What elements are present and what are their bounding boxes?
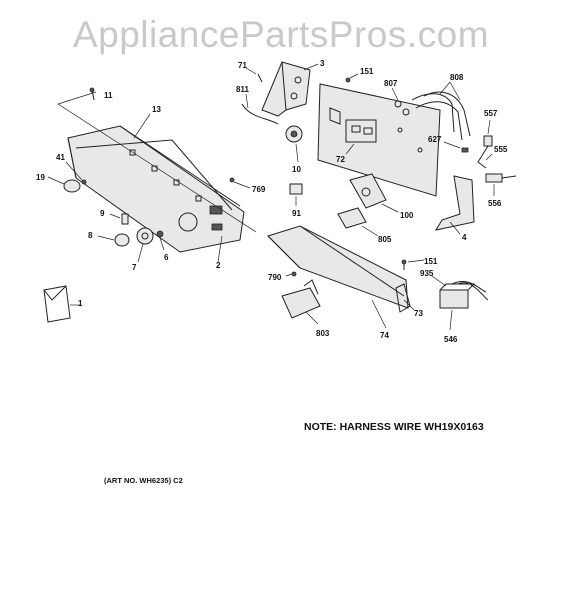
part-100-timer[interactable] xyxy=(349,173,399,213)
callout-1: 1 xyxy=(78,299,83,308)
callout-8: 8 xyxy=(88,231,93,240)
part-1-literature[interactable] xyxy=(43,285,80,323)
part-808-hoses[interactable] xyxy=(411,81,471,141)
callout-2: 2 xyxy=(216,261,221,270)
part-7-knob[interactable] xyxy=(136,227,154,263)
callout-13: 13 xyxy=(152,105,161,114)
callout-41: 41 xyxy=(56,153,65,162)
part-9-switch[interactable] xyxy=(109,213,129,225)
part-6-knob[interactable] xyxy=(156,230,165,251)
part-13-control-panel[interactable] xyxy=(57,91,257,253)
part-3-bracket[interactable] xyxy=(245,61,319,117)
callout-803: 803 xyxy=(316,329,330,338)
callout-71: 71 xyxy=(238,61,247,70)
harness-note: NOTE: HARNESS WIRE WH19X0163 xyxy=(304,421,484,433)
callout-151-top: 151 xyxy=(360,67,374,76)
part-557-plug[interactable] xyxy=(483,119,493,147)
part-2-bracket[interactable] xyxy=(217,235,223,263)
part-556-harness[interactable] xyxy=(485,173,517,196)
part-805-switch[interactable] xyxy=(337,207,379,237)
callout-4: 4 xyxy=(462,233,467,242)
callout-807: 807 xyxy=(384,79,398,88)
part-8-knob[interactable] xyxy=(97,233,130,247)
callout-6: 6 xyxy=(164,253,169,262)
callout-10: 10 xyxy=(292,165,301,174)
callout-151-lower: 151 xyxy=(424,257,438,266)
part-151-screw-lower[interactable] xyxy=(401,259,425,270)
callout-769: 769 xyxy=(252,185,266,194)
callout-74: 74 xyxy=(380,331,389,340)
callout-73: 73 xyxy=(414,309,423,318)
part-91-switch[interactable] xyxy=(289,183,303,206)
part-811-wire[interactable] xyxy=(241,93,279,125)
callout-546: 546 xyxy=(444,335,458,344)
part-72-backsplash[interactable] xyxy=(317,83,441,197)
callout-11: 11 xyxy=(104,91,113,100)
part-10-pressure-switch[interactable] xyxy=(285,125,303,163)
part-807-washer[interactable] xyxy=(391,87,410,116)
callout-555: 555 xyxy=(494,145,508,154)
callout-935: 935 xyxy=(420,269,434,278)
callout-7: 7 xyxy=(132,263,137,272)
part-546-harness[interactable] xyxy=(431,275,489,331)
part-803-knob-housing[interactable] xyxy=(281,279,321,325)
callout-556: 556 xyxy=(488,199,502,208)
part-627-clip[interactable] xyxy=(443,141,469,153)
part-555-cord[interactable] xyxy=(477,145,493,169)
callout-790: 790 xyxy=(268,273,282,282)
part-11-screw[interactable] xyxy=(89,87,95,101)
callout-19: 19 xyxy=(36,173,45,182)
callout-100: 100 xyxy=(400,211,414,220)
callout-9: 9 xyxy=(100,209,105,218)
callout-805: 805 xyxy=(378,235,392,244)
callout-627: 627 xyxy=(428,135,442,144)
callout-72: 72 xyxy=(336,155,345,164)
callout-808: 808 xyxy=(450,73,464,82)
part-151-screw-top[interactable] xyxy=(345,73,359,83)
callout-811: 811 xyxy=(236,85,249,94)
part-4-end-cap[interactable] xyxy=(434,175,475,235)
part-73-bracket[interactable] xyxy=(395,283,415,313)
part-790-clip[interactable] xyxy=(285,271,297,277)
part-769-screw[interactable] xyxy=(229,177,251,189)
watermark: AppliancePartsPros.com xyxy=(72,14,490,55)
part-19-knob[interactable] xyxy=(47,161,87,193)
art-number: (ART NO. WH6235) C2 xyxy=(104,476,183,485)
callout-3: 3 xyxy=(320,59,325,68)
callout-557: 557 xyxy=(484,109,498,118)
callout-91: 91 xyxy=(292,209,301,218)
